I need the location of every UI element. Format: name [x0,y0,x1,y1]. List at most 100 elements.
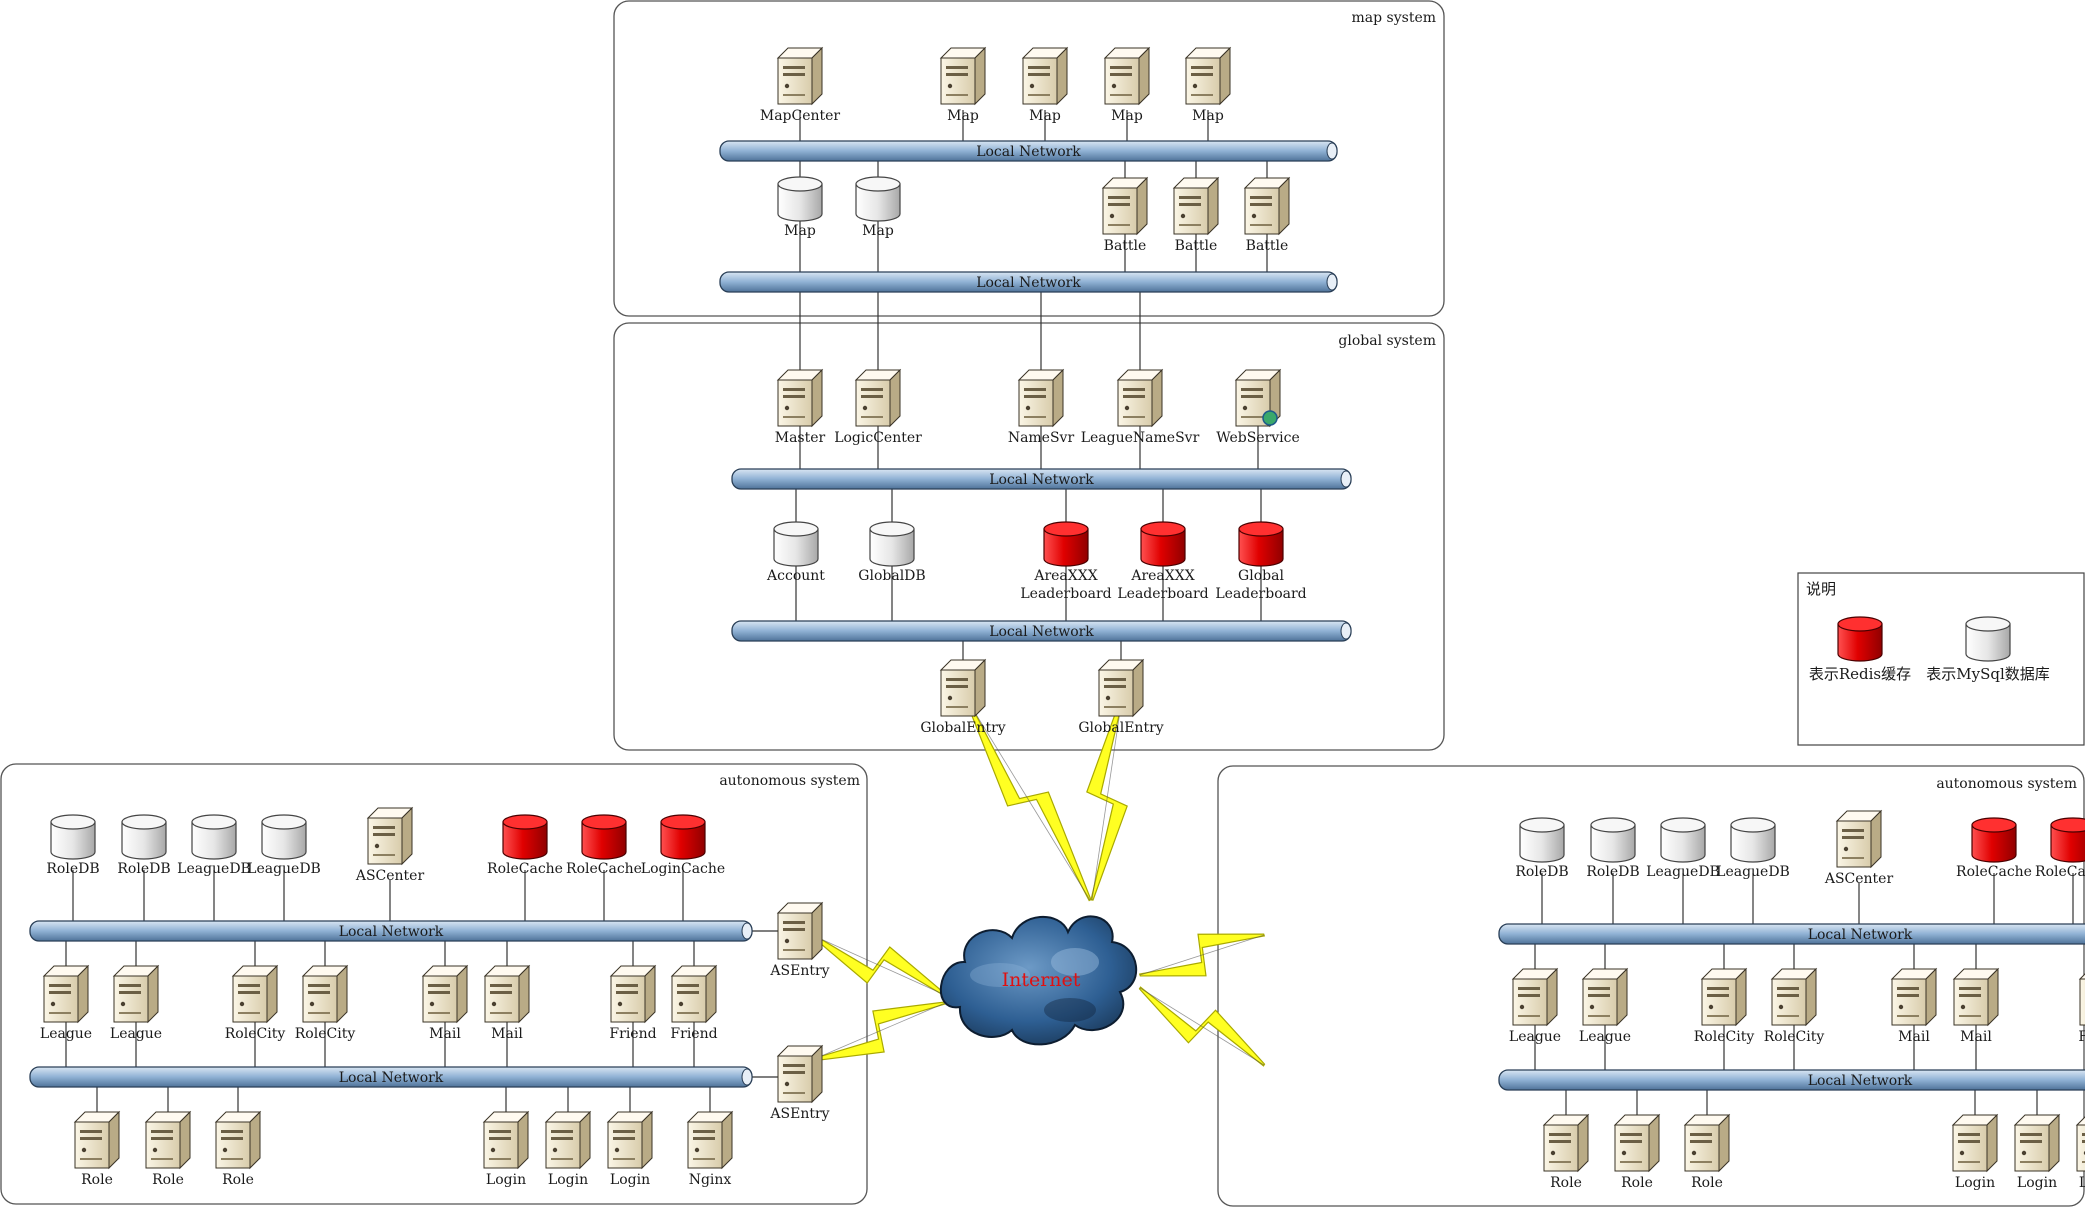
node-label: Master [775,430,826,446]
mysql-database-icon [1590,817,1636,863]
server-icon [606,1110,654,1170]
node-label: Map [1029,108,1061,124]
node-label: RoleCity [295,1026,356,1042]
redis-cache-icon [1837,616,1883,662]
node-label: Role [222,1172,254,1188]
server-icon [1116,368,1164,428]
mysql-database-icon [191,814,237,860]
node-label: RoleDB [117,861,170,877]
node-label: GlobalEntry [920,720,1005,736]
local-network-label: Local Network [976,144,1081,160]
mysql-database-icon [261,814,307,860]
node-label: RoleCity [225,1026,286,1042]
node-label: GlobalDB [858,568,925,584]
server-icon [776,901,824,961]
node-label: RoleCache [1956,864,2032,880]
local-network-label: Local Network [1808,927,1913,943]
mysql-database-icon [50,814,96,860]
node-label: RoleCity [1764,1029,1825,1045]
node-label: LoginCache [641,861,725,877]
server-icon [112,964,160,1024]
node-label: Leaderboard [1020,586,1111,602]
node-label: LeagueDB [247,861,321,877]
redis-cache-icon [1971,817,2017,863]
mysql-database-icon [869,521,915,567]
node-label: LogicCenter [834,430,922,446]
node-label: Battle [1246,238,1289,254]
node-label: Role [1550,1175,1582,1191]
node-label: Map [947,108,979,124]
node-label: Login [486,1172,526,1188]
local-network-label: Local Network [339,924,444,940]
server-icon [1021,46,1069,106]
node-label: Map [1111,108,1143,124]
node-label: RoleCache [566,861,642,877]
legend-title: 说明 [1806,580,1836,598]
local-network-bus: Local Network [1498,923,2085,945]
server-icon [609,964,657,1024]
mysql-database-icon [121,814,167,860]
left-autonomous-system-title: autonomous system [719,773,860,789]
node-label: ASEntry [769,1106,829,1122]
server-icon [366,806,414,866]
node-label: Nginx [689,1172,732,1188]
node-label: RoleDB [46,861,99,877]
internet-label: Internet [1002,969,1081,991]
mysql-database-icon [777,176,823,222]
node-label: Role [1691,1175,1723,1191]
node-label: ASEntry [769,963,829,979]
node-label: Login [548,1172,588,1188]
server-icon [421,964,469,1024]
node-label: Account [766,568,825,584]
server-icon [776,368,824,428]
server-icon [854,368,902,428]
redis-cache-icon [660,814,706,860]
server-icon [939,658,987,718]
server-icon [1243,176,1291,236]
redis-cache-icon [1238,521,1284,567]
server-icon [144,1110,192,1170]
local-network-label: Local Network [1808,1073,1913,1089]
node-label: NameSvr [1008,430,1075,446]
server-icon [1103,46,1151,106]
server-icon [2078,973,2085,1026]
global-system-title: global system [1338,333,1436,349]
node-label: RoleCity [1694,1029,1755,1045]
mysql-database-icon [1660,817,1706,863]
node-label: Leaderboard [1215,586,1306,602]
node-label: Map [1192,108,1224,124]
right-autonomous-system-title: autonomous system [1936,776,2077,792]
mysql-database-icon [1965,616,2011,662]
legend-mysql-label: 表示MySql数据库 [1926,665,2050,683]
node-label: Login [2017,1175,2057,1191]
node-label: Mail [491,1026,523,1042]
local-network-bus: Local Network [29,920,753,942]
node-label: Mail [429,1026,461,1042]
redis-cache-icon [1043,521,1089,567]
server-icon [776,1044,824,1104]
server-icon [214,1110,262,1170]
node-label: Map [862,223,894,239]
server-icon [686,1110,734,1170]
node-label: Mail [1898,1029,1930,1045]
server-icon [483,964,531,1024]
server-icon [1613,1113,1661,1173]
local-network-bus: Local Network [719,271,1338,293]
node-label: Friend [2078,1029,2085,1045]
node-label: Login [2079,1175,2085,1191]
server-icon [1700,967,1748,1027]
mysql-database-icon [855,176,901,222]
server-icon [42,964,90,1024]
node-label: Login [1955,1175,1995,1191]
redis-cache-icon [1140,521,1186,567]
mysql-database-icon [1519,817,1565,863]
node-label: LeagueDB [177,861,251,877]
server-icon [2075,1116,2085,1172]
legend: 表示Redis缓存表示MySql数据库 [1809,665,2050,683]
node-label: Role [1621,1175,1653,1191]
server-icon [1683,1113,1731,1173]
server-icon [1172,176,1220,236]
node-label: Battle [1104,238,1147,254]
local-network-bus: Local Network [731,620,1352,642]
